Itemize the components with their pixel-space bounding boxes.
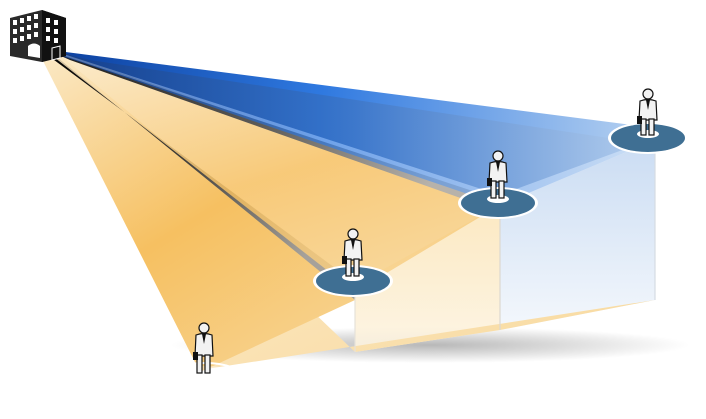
- businessman-icon: [193, 322, 214, 374]
- beam-gold-mid: [50, 54, 500, 292]
- platform-level-3: [458, 187, 538, 219]
- beam-black: [46, 54, 358, 300]
- beam-gold-left: [40, 55, 355, 372]
- businessman-icon: [637, 88, 658, 136]
- platform-level-4: [608, 122, 688, 154]
- beam-structure: [40, 50, 656, 372]
- beam-dark: [52, 52, 500, 212]
- back-panel-blue: [500, 140, 655, 330]
- back-panel-gold: [355, 205, 500, 352]
- businessman-icon: [487, 150, 508, 199]
- office-building-icon: [10, 10, 66, 62]
- platform-level-2: [313, 265, 393, 297]
- businessman-icon: [342, 228, 363, 277]
